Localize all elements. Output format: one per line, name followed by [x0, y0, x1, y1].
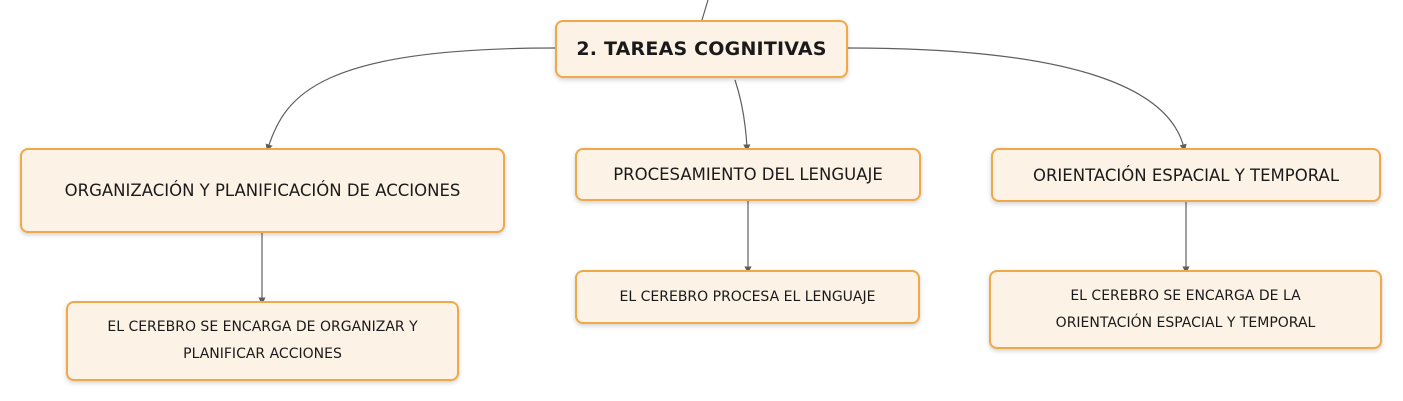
branch-node-procesamiento[interactable]: PROCESAMIENTO DEL LENGUAJE: [575, 148, 921, 201]
root-topic-label: 2. TAREAS COGNITIVAS: [576, 38, 827, 60]
child-node-organizacion[interactable]: EL CEREBRO SE ENCARGA DE ORGANIZAR Y PLA…: [66, 301, 459, 381]
branch-label: ORGANIZACIÓN Y PLANIFICACIÓN DE ACCIONES: [64, 181, 461, 200]
branch-node-organizacion[interactable]: ORGANIZACIÓN Y PLANIFICACIÓN DE ACCIONES: [20, 148, 505, 233]
connector-root-to-branch-3: [847, 47, 1187, 152]
child-label: EL CEREBRO PROCESA EL LENGUAJE: [619, 288, 876, 305]
child-node-procesamiento[interactable]: EL CEREBRO PROCESA EL LENGUAJE: [575, 270, 920, 324]
child-label: EL CEREBRO SE ENCARGA DE ORGANIZAR Y PLA…: [107, 319, 418, 362]
branch-node-orientacion[interactable]: ORIENTACIÓN ESPACIAL Y TEMPORAL: [991, 148, 1381, 202]
child-node-orientacion[interactable]: EL CEREBRO SE ENCARGA DE LA ORIENTACIÓN …: [989, 270, 1382, 349]
connector-root-to-branch-1: [265, 47, 556, 152]
connector-root-to-branch-2: [734, 79, 751, 152]
branch-label: PROCESAMIENTO DEL LENGUAJE: [613, 165, 883, 184]
connector-parent-to-root: [701, 0, 709, 21]
branch-label: ORIENTACIÓN ESPACIAL Y TEMPORAL: [1032, 165, 1340, 185]
root-topic-node[interactable]: 2. TAREAS COGNITIVAS: [555, 20, 848, 78]
child-label: EL CEREBRO SE ENCARGA DE LA ORIENTACIÓN …: [1055, 287, 1316, 331]
